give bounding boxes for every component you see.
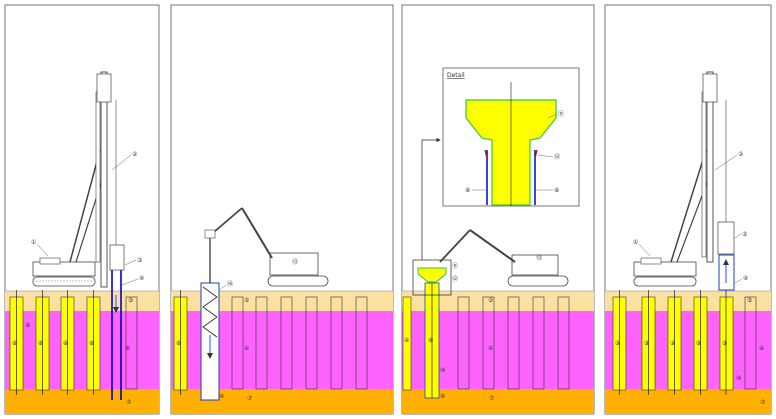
label-casing-4: ④ bbox=[743, 275, 748, 282]
panel-4-clay-layer bbox=[605, 311, 771, 389]
label-pile-3-2: ⑧ bbox=[428, 337, 433, 344]
label-leader: ② bbox=[132, 151, 138, 158]
panel-3-detail-marker bbox=[412, 259, 452, 296]
label-pile-2: ⑧ bbox=[38, 340, 43, 347]
label-excavator: ⑬ bbox=[292, 258, 298, 266]
label-pile-4-4: ⑨ bbox=[696, 340, 701, 347]
label-pile-4-2: ⑨ bbox=[644, 340, 649, 347]
detail-label-right: ⑧ bbox=[554, 187, 559, 194]
panel-3-pile-edge bbox=[402, 296, 412, 391]
panel-3-detail-box: Detail ⑪ ⑫ ⑧ ⑧ bbox=[442, 67, 580, 207]
panel-3-pile-outlines bbox=[457, 296, 570, 390]
panel-3-detail-leader bbox=[421, 137, 441, 260]
detail-label-left: ⑧ bbox=[465, 187, 470, 194]
label-pile-1: ⑧ bbox=[12, 340, 17, 347]
label-gravel-2: ⑦ bbox=[247, 395, 253, 402]
detail-label-head: ⑪ bbox=[558, 110, 564, 118]
label-auger: ③ bbox=[137, 257, 142, 264]
label-gravel-4: ⑦ bbox=[760, 399, 766, 406]
panel-1-pile-outline bbox=[125, 296, 138, 390]
panel-3-labels: ⑬ ⑪ ⑫ ⑤ ⑥ ⑦ ④ ⑩ ⑧ ⑧ bbox=[404, 254, 542, 402]
panel-3-sand-layer bbox=[402, 291, 594, 311]
label-rig-4: ① bbox=[633, 239, 638, 246]
panel-1-clay-layer bbox=[5, 311, 159, 389]
detail-label-red: ⑫ bbox=[554, 153, 560, 161]
label-pipe: ⑭ bbox=[227, 280, 233, 288]
label-casing-3: ④ bbox=[440, 393, 445, 400]
panel-2-labels: ⑬ ⑭ ⑤ ⑥ ⑦ ④ ⑧ bbox=[176, 258, 298, 402]
label-pile-3-1: ⑧ bbox=[404, 337, 409, 344]
label-gravel-3: ⑦ bbox=[489, 395, 495, 402]
panel-1: ① ② ③ ④ ⑤ ⑥ ⑦ ⑨ ⑧ ⑧ ⑧ ⑧ bbox=[4, 4, 160, 415]
label-pile-top: ⑫ bbox=[452, 275, 458, 283]
label-ground-3: ⑤ bbox=[488, 297, 493, 304]
label-clay-3: ⑥ bbox=[488, 345, 493, 352]
label-clay-2: ⑥ bbox=[244, 345, 249, 352]
label-excavator-3: ⑬ bbox=[536, 254, 542, 262]
label-pile-4: ⑧ bbox=[89, 340, 94, 347]
panel-4: ① ② ③ ④ ⑤ ⑥ ⑦ ⑩ ⑨ ⑨ ⑨ ⑨ ⑨ bbox=[604, 4, 772, 415]
label-leader-4: ② bbox=[738, 151, 744, 158]
label-head: ⑪ bbox=[452, 262, 458, 270]
panel-4-pile-5 bbox=[719, 296, 734, 391]
label-bottom-3: ⑩ bbox=[440, 367, 445, 374]
panel-1-gravel-layer bbox=[5, 389, 159, 414]
label-pile-3: ⑧ bbox=[63, 340, 68, 347]
label-casing: ④ bbox=[139, 275, 144, 282]
panel-4-drilling-rig bbox=[633, 71, 735, 287]
detail-title: Detail bbox=[447, 72, 465, 79]
label-rig: ① bbox=[31, 239, 36, 246]
label-pile-2-1: ⑧ bbox=[176, 340, 181, 347]
panel-3-pile-head bbox=[417, 267, 447, 283]
label-pile-4-3: ⑨ bbox=[670, 340, 675, 347]
panel-3: Detail ⑪ ⑫ ⑧ ⑧ ⑬ ⑪ ⑫ ⑤ ⑥ ⑦ ④ ⑩ ⑧ ⑧ bbox=[401, 4, 595, 415]
label-clay: ⑥ bbox=[125, 345, 130, 352]
panel-1-sand-layer bbox=[5, 291, 159, 311]
panel-4-gravel-layer bbox=[605, 389, 771, 414]
label-gravel: ⑦ bbox=[126, 399, 132, 406]
label-ground-4: ⑤ bbox=[747, 297, 752, 304]
panel-2-excavator bbox=[204, 207, 329, 287]
panel-4-pile-outline bbox=[744, 296, 757, 390]
label-ground-2: ⑤ bbox=[244, 297, 249, 304]
panel-4-labels: ① ② ③ ④ ⑤ ⑥ ⑦ ⑩ ⑨ ⑨ ⑨ ⑨ ⑨ bbox=[615, 151, 766, 406]
panel-2-sand-layer bbox=[171, 291, 393, 311]
label-auger-4: ③ bbox=[742, 231, 747, 238]
panel-2: ⑬ ⑭ ⑤ ⑥ ⑦ ④ ⑧ bbox=[170, 4, 394, 415]
label-ground: ⑤ bbox=[128, 297, 133, 304]
label-pile-4-1: ⑨ bbox=[615, 340, 620, 347]
panel-1-drilling-rig bbox=[32, 71, 125, 288]
label-casing-2: ④ bbox=[219, 393, 224, 400]
panel-1-labels: ① ② ③ ④ ⑤ ⑥ ⑦ ⑨ ⑧ ⑧ ⑧ ⑧ bbox=[12, 151, 144, 406]
panel-3-excavator bbox=[439, 229, 569, 287]
label-pile-4-5: ⑨ bbox=[722, 340, 727, 347]
panel-2-reinforcement bbox=[202, 286, 218, 338]
label-piles: ⑨ bbox=[25, 322, 30, 329]
panel-2-pile-outlines bbox=[231, 296, 368, 390]
label-clay-4: ⑥ bbox=[759, 345, 764, 352]
label-bottom-4: ⑩ bbox=[736, 375, 741, 382]
